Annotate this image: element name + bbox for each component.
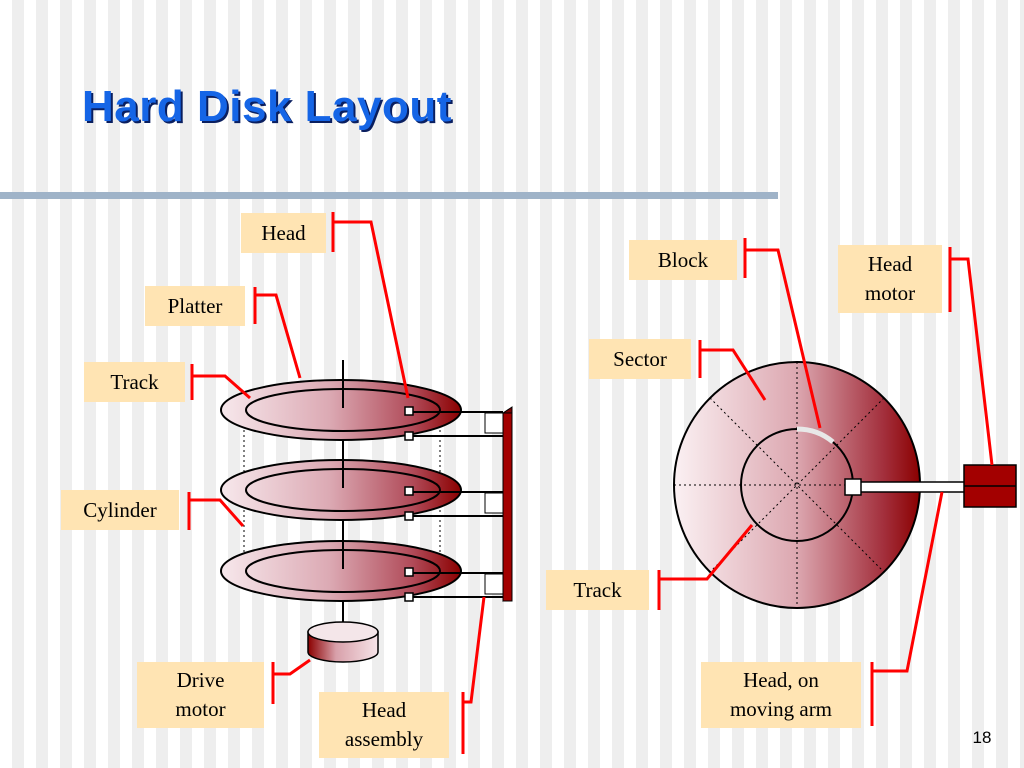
moving-arm-head — [844, 478, 862, 496]
head-assembly — [404, 406, 513, 602]
block-highlight — [796, 426, 835, 444]
label-track-right: Track — [546, 570, 649, 610]
title-divider — [0, 192, 778, 199]
label-head-on-moving-arm: Head, on moving arm — [701, 662, 861, 728]
label-platter: Platter — [145, 286, 245, 326]
slide-title: Hard Disk Layout — [82, 82, 452, 131]
label-head-motor: Head motor — [838, 245, 942, 313]
moving-arm — [851, 481, 969, 493]
label-head: Head — [241, 213, 326, 253]
platter-3 — [220, 540, 462, 602]
label-sector: Sector — [589, 339, 691, 379]
page-number: 18 — [972, 728, 992, 747]
platter-1 — [220, 379, 462, 441]
read-write-head — [404, 406, 414, 416]
label-cylinder: Cylinder — [61, 490, 179, 530]
disk-top-view — [673, 361, 1017, 609]
platter-2 — [220, 459, 462, 521]
leader-lines — [187, 212, 994, 754]
label-drive-motor: Drive motor — [137, 662, 264, 728]
label-head-assembly: Head assembly — [319, 692, 449, 758]
platter-stack — [220, 360, 462, 630]
label-track-left: Track — [84, 362, 185, 402]
drive-motor — [307, 621, 379, 663]
label-block: Block — [629, 240, 737, 280]
